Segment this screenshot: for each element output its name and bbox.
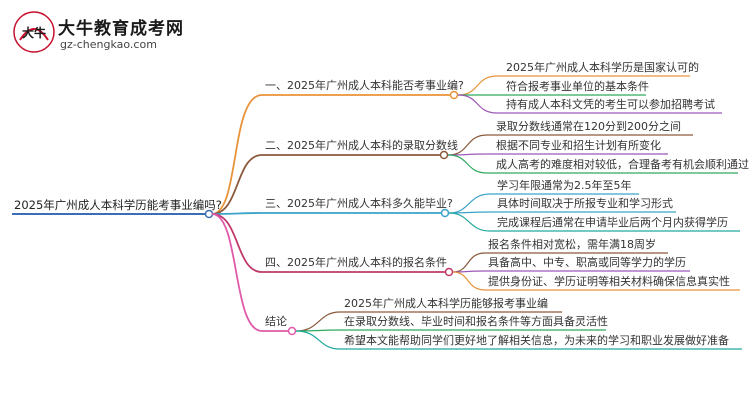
leaf-2-2: 根据不同专业和招生计划有所变化 (496, 139, 661, 152)
branch5-node (287, 326, 297, 336)
logo-mark-text: 大牛 (22, 25, 46, 40)
leaf-2-3: 成人高考的难度相对较低，合理备考有机会顺利通过 (496, 158, 749, 171)
leaf-3-2: 具体时间取决于所报专业和学习形式 (497, 197, 673, 210)
leaf-4-2: 具备高中、中专、职高或同等学力的学历 (488, 256, 686, 269)
branch-label-5: 结论 (265, 315, 287, 328)
logo-mark-icon: 大牛 (13, 11, 55, 53)
logo-title: 大牛教育成考网 (58, 19, 184, 39)
branch-label-1: 一、2025年广州成人本科能否考事业编? (265, 79, 464, 92)
leaf-1-1: 2025年广州成人本科学历是国家认可的 (506, 61, 699, 74)
branch-label-4: 四、2025年广州成人本科的报名条件 (265, 256, 447, 269)
leaf-connector (457, 94, 498, 114)
leaf-connector (448, 193, 491, 214)
branch5-connector (211, 213, 263, 332)
leaf-5-1: 2025年广州成人本科学历能够报考事业编 (344, 297, 548, 310)
leaf-5-2: 在录取分数线、毕业时间和报名条件等方面具备灵活性 (344, 315, 608, 328)
site-logo[interactable]: 大牛 大牛教育成考网 gz-chengkao.com (10, 8, 183, 54)
logo-url: gz-chengkao.com (60, 38, 157, 51)
branch4-connector (211, 213, 263, 273)
leaf-3-3: 完成课程后通常在申请毕业后两个月内获得学历 (497, 216, 728, 229)
branch1-node (449, 90, 459, 100)
branch2-connector (211, 154, 263, 215)
leaf-5-3: 希望本文能帮助同学们更好地了解相关信息，为未来的学习和职业发展做好准备 (344, 334, 729, 347)
leaf-1-2: 符合报考事业单位的基本条件 (506, 80, 649, 93)
branch-label-3: 三、2025年广州成人本科多久能毕业? (265, 197, 453, 210)
leaf-connector (295, 311, 341, 332)
branch4-node (444, 267, 454, 277)
leaf-4-1: 报名条件相对宽松，需年满18周岁 (488, 238, 656, 251)
leaf-2-1: 录取分数线通常在120分到200分之间 (496, 120, 681, 133)
leaf-connector (452, 271, 486, 291)
leaf-connector (448, 212, 491, 232)
leaf-4-3: 提供身份证、学历证明等相关材料确保信息真实性 (488, 275, 730, 288)
branch-label-2: 二、2025年广州成人本科的录取分数线 (265, 139, 458, 152)
mindmap-root: 2025年广州成人本科学历能考事业编吗? (14, 198, 222, 212)
branch1-connector (211, 94, 263, 215)
leaf-1-3: 持有成人本科文凭的考生可以参加招聘考试 (506, 98, 715, 111)
branch3-node (440, 208, 450, 218)
leaf-connector (447, 154, 488, 174)
branch3-connector (211, 212, 263, 215)
leaf-connector (295, 330, 341, 350)
leaf-connector (452, 252, 486, 273)
leaf-3-1: 学习年限通常为2.5年至5年 (497, 179, 632, 192)
branch2-node (439, 150, 449, 160)
